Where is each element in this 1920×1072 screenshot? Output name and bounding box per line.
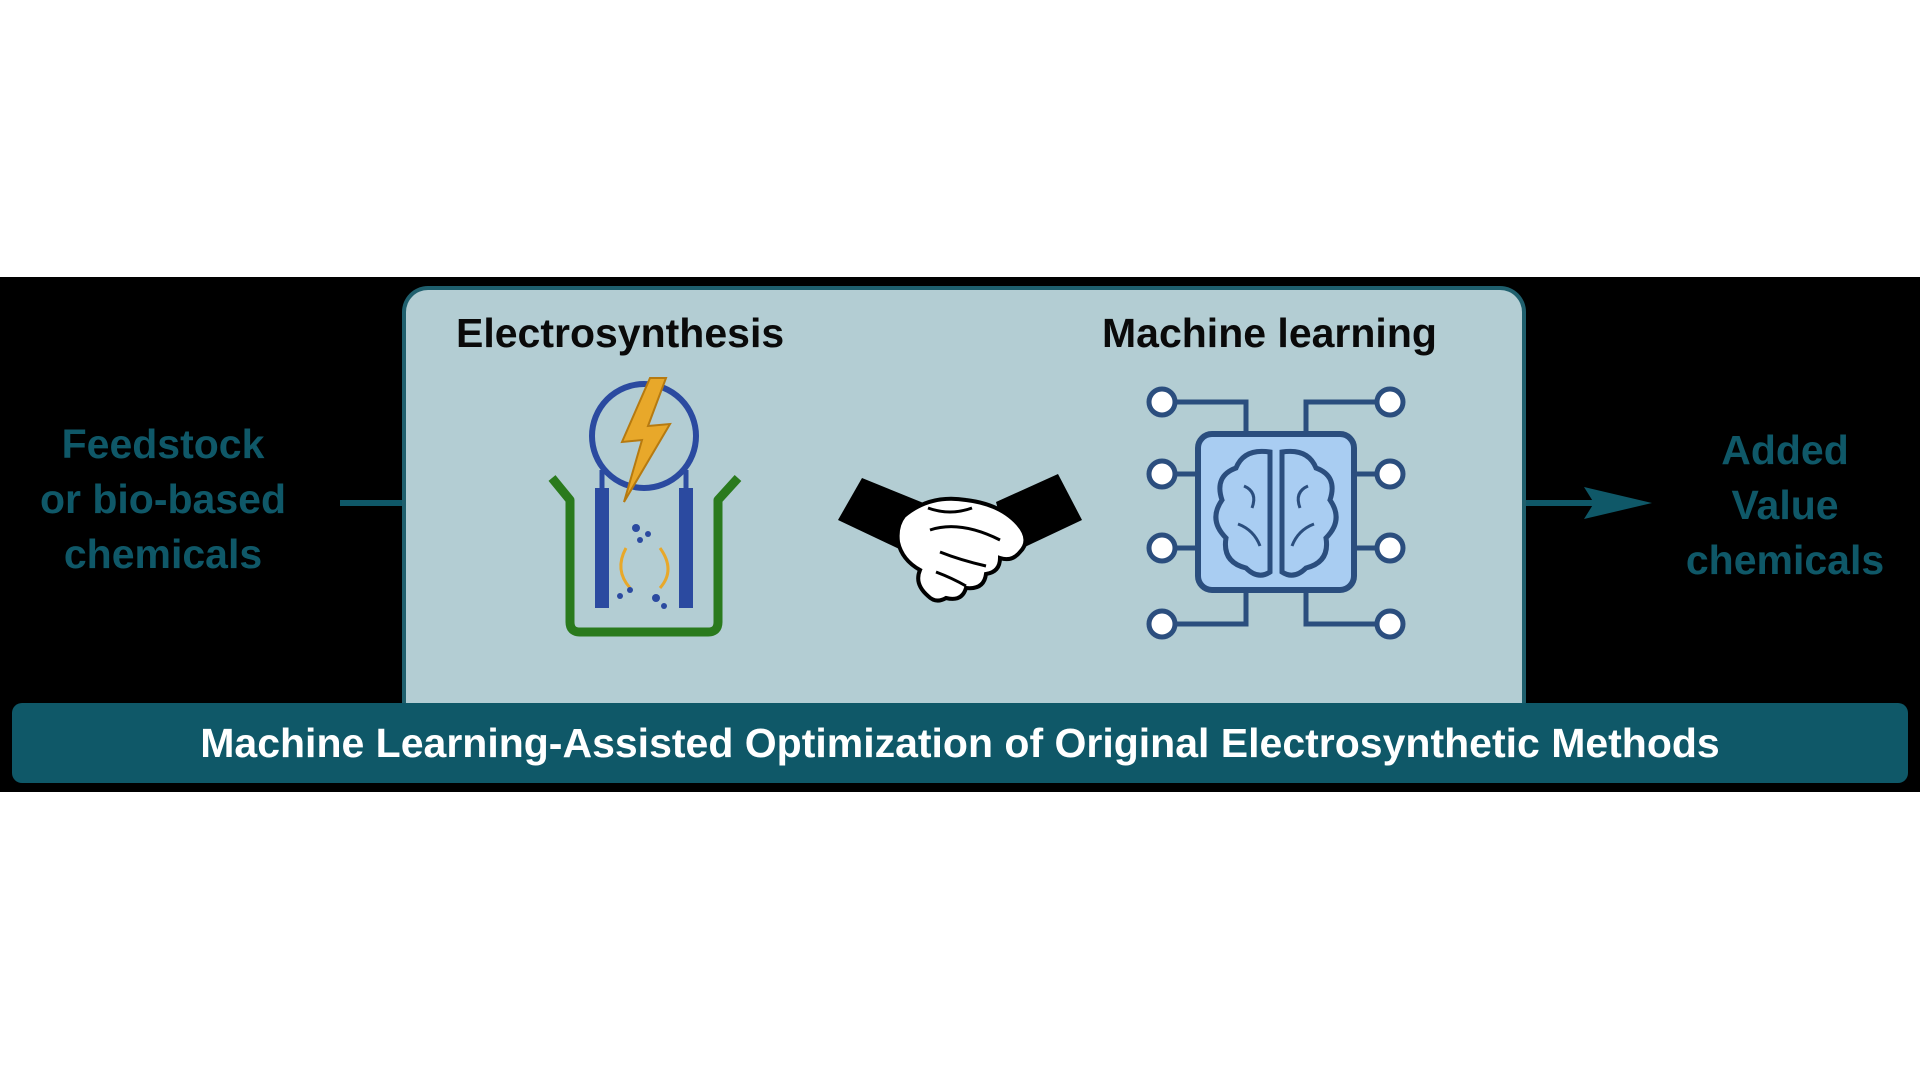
output-label-line: Value <box>1731 482 1839 528</box>
input-label-line: chemicals <box>63 531 263 577</box>
bottom-title: Machine Learning-Assisted Optimization o… <box>200 719 1720 766</box>
electrosynthesis-heading: Electrosynthesis <box>456 310 785 356</box>
input-label-line: or bio-based <box>39 476 287 522</box>
machine-learning-heading: Machine learning <box>1102 310 1437 356</box>
output-arrow <box>1526 487 1652 519</box>
circuit-brain-icon <box>1146 386 1406 640</box>
output-label: Added Value chemicals <box>1660 423 1910 588</box>
electrochemical-cell-icon <box>548 381 742 637</box>
input-label: Feedstock or bio-based chemicals <box>18 417 308 582</box>
output-label-line: Added <box>1721 427 1849 473</box>
handshake-icon <box>838 474 1082 603</box>
lightning-bolt-icon <box>620 377 672 503</box>
output-label-line: chemicals <box>1685 537 1885 583</box>
bottom-title-bar: Machine Learning-Assisted Optimization o… <box>12 703 1908 783</box>
input-label-line: Feedstock <box>61 421 265 467</box>
